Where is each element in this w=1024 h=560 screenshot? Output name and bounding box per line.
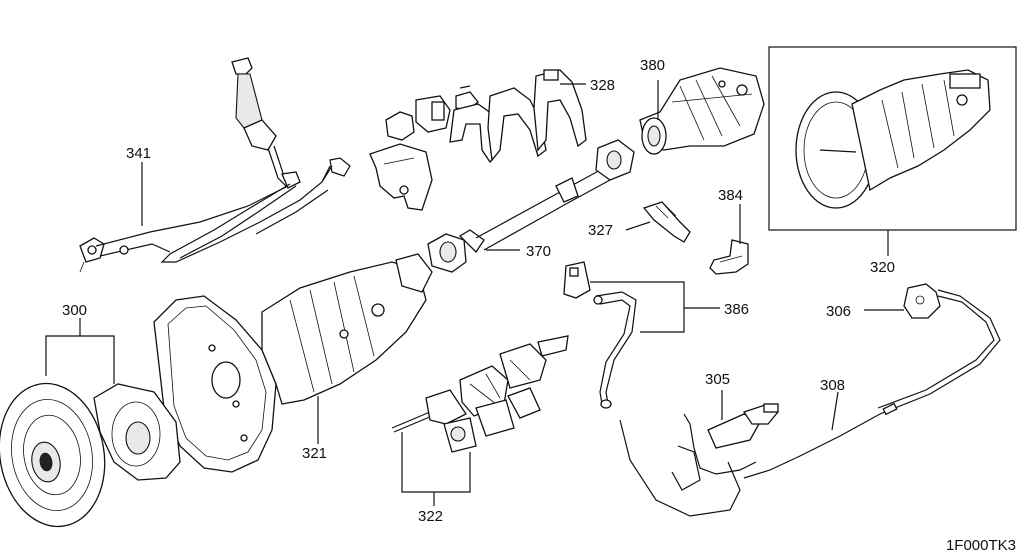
transmission-assembly-box[interactable]	[768, 46, 1017, 231]
label-306[interactable]: 306	[826, 303, 851, 320]
label-322[interactable]: 322	[418, 508, 443, 525]
label-320[interactable]: 320	[870, 259, 895, 276]
label-384[interactable]: 384	[718, 187, 743, 204]
gear-shift-linkage[interactable]	[79, 57, 351, 273]
fitting-327[interactable]	[642, 201, 691, 243]
clutch-cylinder-305[interactable]	[619, 403, 779, 517]
fitting-384[interactable]	[709, 239, 749, 275]
label-321[interactable]: 321	[302, 445, 327, 462]
label-386[interactable]: 386	[724, 301, 749, 318]
shift-fork-set[interactable]	[369, 69, 587, 211]
clutch-line-308[interactable]	[743, 283, 1001, 479]
propeller-shaft[interactable]	[427, 139, 635, 273]
part-labels: 300 305 306 308 320 321 322 327 328 341 …	[62, 57, 895, 525]
label-305[interactable]: 305	[705, 371, 730, 388]
clutch-disc-300[interactable]	[0, 375, 116, 535]
gear-shaft-set-322[interactable]	[391, 335, 569, 453]
label-308[interactable]: 308	[820, 377, 845, 394]
diagram-code: 1F000TK3	[946, 537, 1016, 554]
leader-lines	[45, 80, 904, 506]
label-380[interactable]: 380	[640, 57, 665, 74]
clutch-cover-300[interactable]	[93, 383, 181, 481]
label-341[interactable]: 341	[126, 145, 151, 162]
label-327[interactable]: 327	[588, 222, 613, 239]
hose-386[interactable]	[563, 261, 637, 409]
label-370[interactable]: 370	[526, 243, 551, 260]
transmission-case-321[interactable]	[153, 253, 433, 473]
label-328[interactable]: 328	[590, 77, 615, 94]
label-300[interactable]: 300	[62, 302, 87, 319]
transfer-housing[interactable]	[639, 67, 765, 155]
